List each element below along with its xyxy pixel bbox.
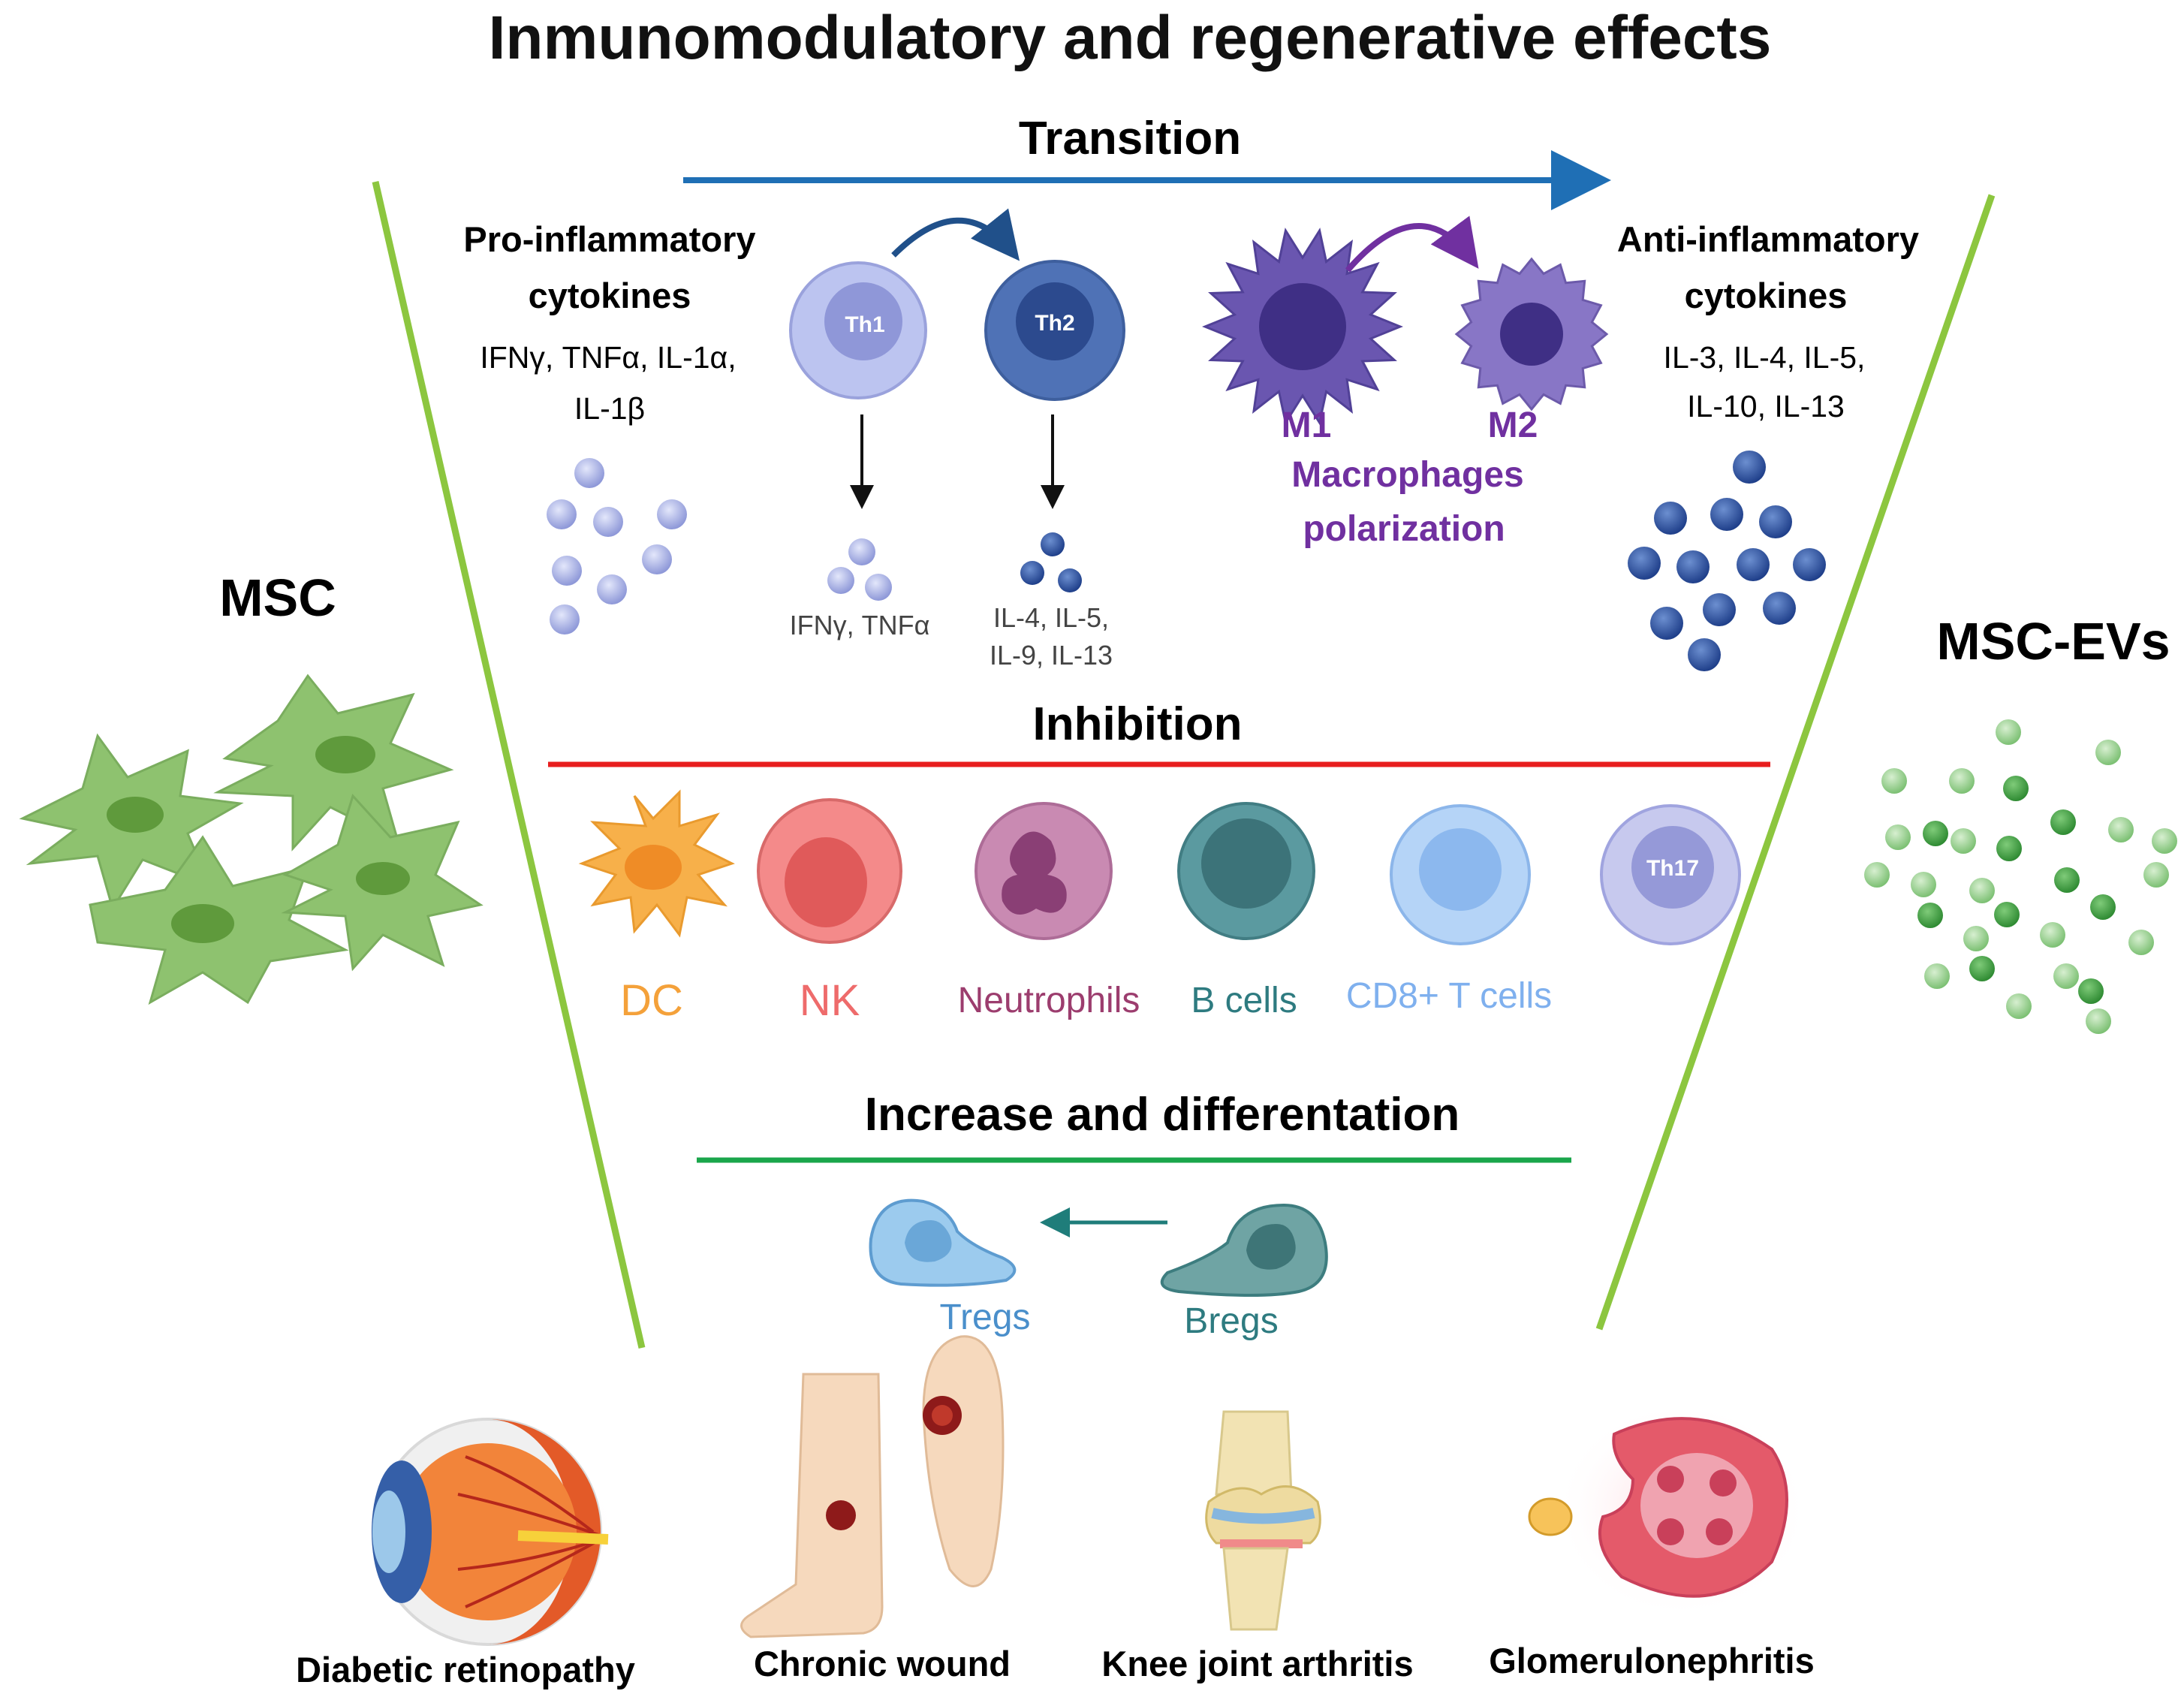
eye-illustration bbox=[372, 1418, 619, 1646]
ev-vesicle bbox=[1996, 836, 2022, 861]
bregs-label: Bregs bbox=[1184, 1301, 1278, 1341]
tregs-label: Tregs bbox=[940, 1298, 1031, 1337]
kidney-illustration bbox=[1528, 1400, 1809, 1618]
ev-vesicle bbox=[1969, 956, 1995, 981]
ev-vesicle bbox=[2108, 817, 2134, 842]
macrophages-label-2: polarization bbox=[1303, 509, 1505, 549]
dc-cell bbox=[578, 789, 735, 938]
ev-vesicle bbox=[2095, 740, 2121, 765]
anti-inflammatory-title-1: Anti-inflammatory bbox=[1617, 219, 1919, 259]
ev-vesicle bbox=[2006, 993, 2032, 1019]
m1-macrophage-cell bbox=[1202, 228, 1403, 426]
ev-vesicle bbox=[1949, 768, 1975, 794]
tregs-cell bbox=[869, 1198, 1017, 1287]
anti-inflammatory-particles bbox=[1628, 451, 1826, 671]
ev-vesicle bbox=[2040, 922, 2065, 948]
th2-output-label-2: IL-9, IL-13 bbox=[990, 640, 1113, 671]
cd8-t-cell bbox=[1390, 804, 1531, 945]
ev-vesicle bbox=[1951, 828, 1976, 854]
ev-vesicle bbox=[2128, 930, 2154, 955]
m2-label: M2 bbox=[1488, 405, 1538, 445]
funnel-left-line bbox=[372, 180, 646, 1349]
ev-vesicle bbox=[1969, 878, 1995, 903]
disease-label-diabetic-retinopathy: Diabetic retinopathy bbox=[296, 1650, 635, 1689]
ev-vesicle bbox=[1885, 824, 1911, 850]
nk-cell bbox=[757, 798, 902, 944]
anti-inflammatory-title-2: cytokines bbox=[1685, 276, 1848, 315]
ev-vesicle bbox=[1881, 768, 1907, 794]
th2-cell bbox=[984, 260, 1125, 401]
disease-label-chronic-wound: Chronic wound bbox=[754, 1644, 1011, 1683]
funnel-right-line bbox=[1595, 194, 1996, 1331]
th1-output-label: IFNγ, TNFα bbox=[790, 610, 930, 641]
th1-to-th2-arrow bbox=[891, 208, 1020, 261]
disease-label-knee-joint-arthritis: Knee joint arthritis bbox=[1101, 1644, 1413, 1683]
b-cell bbox=[1177, 802, 1315, 940]
pro-inflammatory-title-2: cytokines bbox=[529, 276, 691, 315]
transition-label: Transition bbox=[1019, 113, 1241, 164]
m1-to-m2-arrow bbox=[1345, 216, 1479, 273]
ev-vesicle bbox=[2086, 1008, 2111, 1034]
ev-vesicle bbox=[1911, 872, 1936, 897]
msc-label: MSC bbox=[219, 568, 336, 627]
ev-vesicles-cluster bbox=[1864, 719, 2177, 1034]
ev-vesicle bbox=[2143, 862, 2169, 888]
nk-label: NK bbox=[800, 976, 860, 1025]
th1-cell bbox=[789, 261, 927, 399]
ev-vesicle bbox=[1864, 862, 1890, 888]
ev-vesicle bbox=[2003, 776, 2029, 801]
ev-vesicle bbox=[2090, 894, 2116, 920]
b-cells-label: B cells bbox=[1191, 981, 1297, 1020]
ev-vesicle bbox=[1994, 902, 2020, 927]
msc-evs-label: MSC-EVs bbox=[1936, 612, 2170, 671]
ev-vesicle bbox=[1996, 719, 2021, 745]
th1-output-particles bbox=[827, 538, 892, 601]
pro-inflammatory-title-1: Pro-inflammatory bbox=[463, 219, 755, 259]
ev-vesicle bbox=[1923, 821, 1948, 846]
pro-inflammatory-particles bbox=[547, 458, 687, 634]
disease-label-glomerulonephritis: Glomerulonephritis bbox=[1489, 1641, 1815, 1680]
th17-cell-label: Th17 bbox=[1646, 856, 1699, 881]
msc-cells-illustration bbox=[19, 674, 483, 1005]
th2-output-label-1: IL-4, IL-5, bbox=[993, 602, 1109, 633]
neutrophils-label: Neutrophils bbox=[958, 981, 1140, 1020]
m2-macrophage-cell bbox=[1454, 257, 1609, 411]
pro-inflammatory-list-1: IFNγ, TNFα, IL-1α, bbox=[480, 340, 736, 375]
ev-vesicle bbox=[1917, 903, 1943, 928]
increase-label: Increase and differentation bbox=[865, 1089, 1460, 1141]
ev-vesicle bbox=[1963, 926, 1989, 951]
bregs-cell bbox=[1160, 1203, 1328, 1297]
th17-cell bbox=[1600, 804, 1741, 945]
dc-label: DC bbox=[620, 976, 683, 1025]
th1-label: Th1 bbox=[845, 312, 884, 337]
ev-vesicle bbox=[1924, 963, 1950, 989]
anti-inflammatory-list-1: IL-3, IL-4, IL-5, bbox=[1664, 340, 1866, 375]
diagram-title: Inmunomodulatory and regenerative effect… bbox=[489, 4, 1772, 72]
neutrophil-cell bbox=[975, 802, 1113, 940]
th2-label: Th2 bbox=[1035, 311, 1074, 336]
cd8-t-cells-label: CD8+ T cells bbox=[1346, 976, 1552, 1016]
inhibition-label: Inhibition bbox=[1033, 698, 1243, 750]
m1-label: M1 bbox=[1282, 405, 1332, 445]
ev-vesicle bbox=[2078, 978, 2104, 1004]
anti-inflammatory-list-2: IL-10, IL-13 bbox=[1687, 389, 1845, 423]
knee-illustration bbox=[1205, 1410, 1321, 1631]
ev-vesicle bbox=[2152, 828, 2177, 854]
ev-vesicle bbox=[2053, 963, 2079, 989]
pro-inflammatory-list-2: IL-1β bbox=[574, 391, 645, 426]
macrophages-label-1: Macrophages bbox=[1291, 455, 1523, 495]
wound-illustration bbox=[740, 1335, 1005, 1638]
ev-vesicle bbox=[2050, 809, 2076, 835]
ev-vesicle bbox=[2054, 867, 2080, 893]
th2-output-particles bbox=[1020, 532, 1082, 592]
